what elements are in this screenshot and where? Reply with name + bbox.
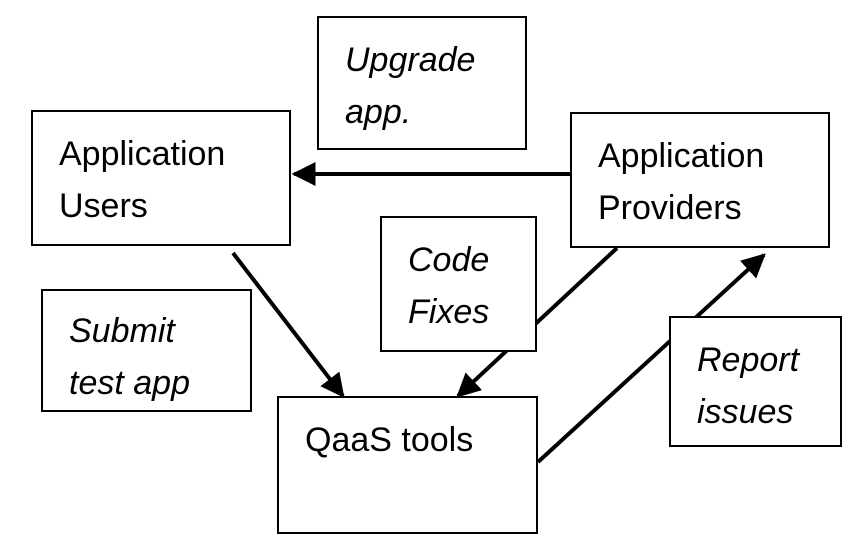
- submit-test-app-box: Submit test app: [41, 289, 252, 412]
- upgrade-app-box: Upgrade app.: [317, 16, 527, 150]
- application-providers-label: Application Providers: [598, 137, 765, 227]
- qaas-tools-box: QaaS tools: [277, 396, 538, 534]
- qaas-tools-label: QaaS tools: [305, 421, 474, 459]
- application-users-label: Application Users: [59, 135, 226, 225]
- report-issues-label: Report issues: [697, 341, 800, 431]
- code-fixes-box: Code Fixes: [380, 216, 537, 352]
- report-issues-box: Report issues: [669, 316, 842, 447]
- submit-test-app-label: Submit test app: [69, 312, 190, 402]
- application-providers-box: Application Providers: [570, 112, 830, 248]
- application-users-box: Application Users: [31, 110, 291, 246]
- upgrade-app-label: Upgrade app.: [345, 41, 476, 131]
- code-fixes-label: Code Fixes: [408, 241, 490, 331]
